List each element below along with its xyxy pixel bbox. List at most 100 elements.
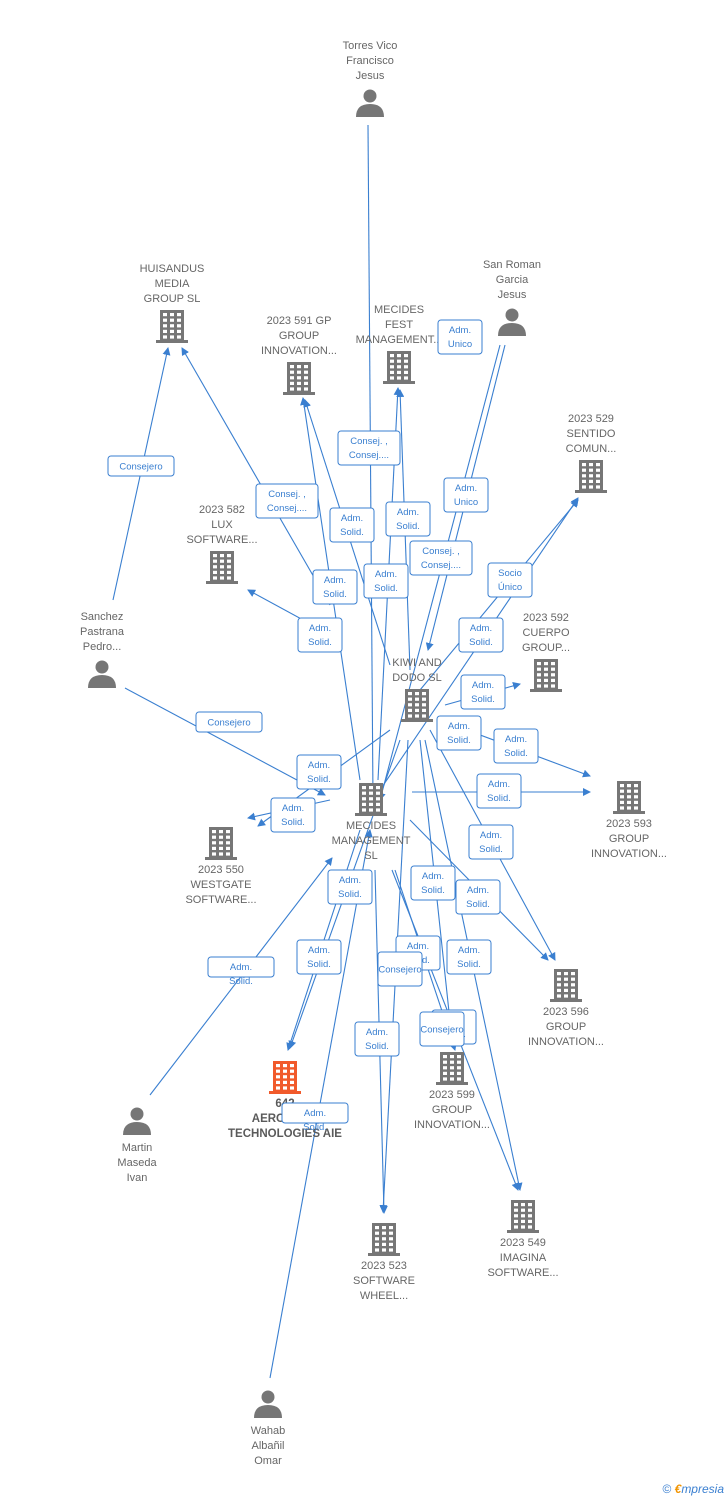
building-window	[290, 365, 294, 369]
edge-label[interactable]: Adm.Solid.	[281, 1102, 349, 1133]
edge-label[interactable]: Adm.Solid.	[493, 728, 539, 764]
edge-label[interactable]: Consejero	[419, 1011, 465, 1047]
building-icon[interactable]	[368, 1223, 400, 1256]
building-icon[interactable]	[283, 362, 315, 395]
building-icon[interactable]	[613, 781, 645, 814]
node-c582[interactable]: 2023 582LUXSOFTWARE...	[186, 504, 258, 584]
edge-label[interactable]: Adm.Solid.	[385, 501, 431, 537]
building-icon[interactable]	[401, 689, 433, 722]
building-window	[390, 359, 394, 363]
node-label-line: 2023 596	[543, 1006, 589, 1018]
edge-label[interactable]: Adm.Solid.	[476, 773, 522, 809]
building-window	[564, 983, 568, 987]
building-icon[interactable]	[575, 460, 607, 493]
edge-label[interactable]: Consej. ,Consej....	[337, 430, 401, 466]
edge-label[interactable]: Adm.Solid.	[312, 569, 358, 605]
person-icon[interactable]	[88, 660, 116, 689]
building-base	[206, 581, 238, 584]
building-icon[interactable]	[205, 827, 237, 860]
edge-label[interactable]: Adm.Solid.	[363, 563, 409, 599]
edge-label[interactable]: Adm.Solid.	[455, 879, 501, 915]
edge-label-text: Solid.	[281, 817, 305, 828]
building-window	[551, 678, 555, 682]
building-window	[276, 1075, 280, 1079]
node-label-line: Jesus	[356, 70, 385, 82]
edge-label[interactable]: Adm.Solid.	[468, 824, 514, 860]
building-base	[156, 340, 188, 343]
edge-label-box	[377, 951, 423, 987]
edge-label[interactable]: Adm.Solid.	[446, 939, 492, 975]
focus-building-icon[interactable]	[269, 1061, 301, 1094]
building-window	[582, 485, 586, 489]
edge-label-box	[419, 1011, 465, 1047]
person-icon[interactable]	[254, 1390, 282, 1419]
node-sanchez[interactable]: SanchezPastranaPedro...	[80, 611, 125, 688]
building-icon[interactable]	[436, 1052, 468, 1085]
node-c523[interactable]: 2023 523SOFTWAREWHEEL...	[353, 1223, 415, 1302]
building-base	[355, 813, 387, 816]
node-label-line: GROUP	[432, 1104, 472, 1116]
node-c592[interactable]: 2023 592CUERPOGROUP...	[522, 612, 570, 692]
edge-label[interactable]: Adm.Solid.	[458, 617, 504, 653]
building-icon[interactable]	[156, 310, 188, 343]
edge-label[interactable]: Consejero	[107, 455, 175, 477]
person-icon[interactable]	[356, 89, 384, 118]
edge-label[interactable]: Adm.Solid.	[207, 956, 275, 987]
node-label-line: TECHNOLOGIES AIE	[228, 1128, 342, 1140]
edge-label[interactable]: Adm.Solid.	[327, 869, 373, 905]
edge-label[interactable]: Adm.Solid.	[296, 939, 342, 975]
edge-label[interactable]: Consejero	[377, 951, 423, 987]
node-c593[interactable]: 2023 593GROUPINNOVATION...	[591, 781, 667, 860]
edge-label[interactable]: Adm.Solid.	[354, 1021, 400, 1057]
building-window	[390, 370, 394, 374]
building-icon[interactable]	[530, 659, 562, 692]
building-window	[589, 485, 593, 489]
node-c596[interactable]: 2023 596GROUPINNOVATION...	[528, 969, 604, 1048]
node-c550[interactable]: 2023 550WESTGATESOFTWARE...	[185, 827, 257, 906]
edge-label-box	[487, 562, 533, 598]
node-c591[interactable]: 2023 591 GPGROUPINNOVATION...	[261, 315, 337, 395]
building-icon[interactable]	[355, 783, 387, 816]
edge-label[interactable]: Adm.Solid.	[297, 617, 343, 653]
building-window	[226, 835, 230, 839]
node-c599[interactable]: 2023 599GROUPINNOVATION...	[414, 1052, 490, 1131]
building-icon[interactable]	[550, 969, 582, 1002]
building-window	[213, 570, 217, 574]
building-window	[397, 354, 401, 358]
footer-brand[interactable]: © €mpresia	[662, 1482, 724, 1496]
building-window	[514, 1225, 518, 1229]
node-mecidesfest[interactable]: MECIDESFESTMANAGEMENT...	[356, 304, 443, 384]
building-window	[227, 554, 231, 558]
node-c529[interactable]: 2023 529SENTIDOCOMUN...	[566, 413, 617, 493]
edge-label[interactable]: Adm.Solid.	[410, 865, 456, 901]
building-icon[interactable]	[507, 1200, 539, 1233]
building-icon[interactable]	[206, 551, 238, 584]
edge-label[interactable]: Adm.Unico	[437, 319, 483, 355]
person-icon[interactable]	[123, 1107, 151, 1136]
person-icon[interactable]	[498, 308, 526, 337]
building-window	[404, 359, 408, 363]
node-c549[interactable]: 2023 549IMAGINASOFTWARE...	[487, 1200, 559, 1279]
building-window	[213, 576, 217, 580]
building-window	[404, 365, 408, 369]
edge-label[interactable]: Adm.Solid.	[296, 754, 342, 790]
building-icon[interactable]	[383, 351, 415, 384]
edge-label-text: Unico	[448, 339, 472, 350]
edge-label[interactable]: Adm.Solid.	[329, 507, 375, 543]
building-window	[634, 800, 638, 804]
edge-label[interactable]: Consej. ,Consej....	[255, 483, 319, 519]
edge-label[interactable]: Adm.Unico	[443, 477, 489, 513]
edge-label[interactable]: Adm.Solid.	[436, 715, 482, 751]
edge-label[interactable]: Adm.Solid.	[270, 797, 316, 833]
edge-label[interactable]: Adm.Solid.	[460, 674, 506, 710]
edge-label[interactable]: Consejero	[195, 711, 263, 733]
edge-label[interactable]: Consej. ,Consej....	[409, 540, 473, 576]
